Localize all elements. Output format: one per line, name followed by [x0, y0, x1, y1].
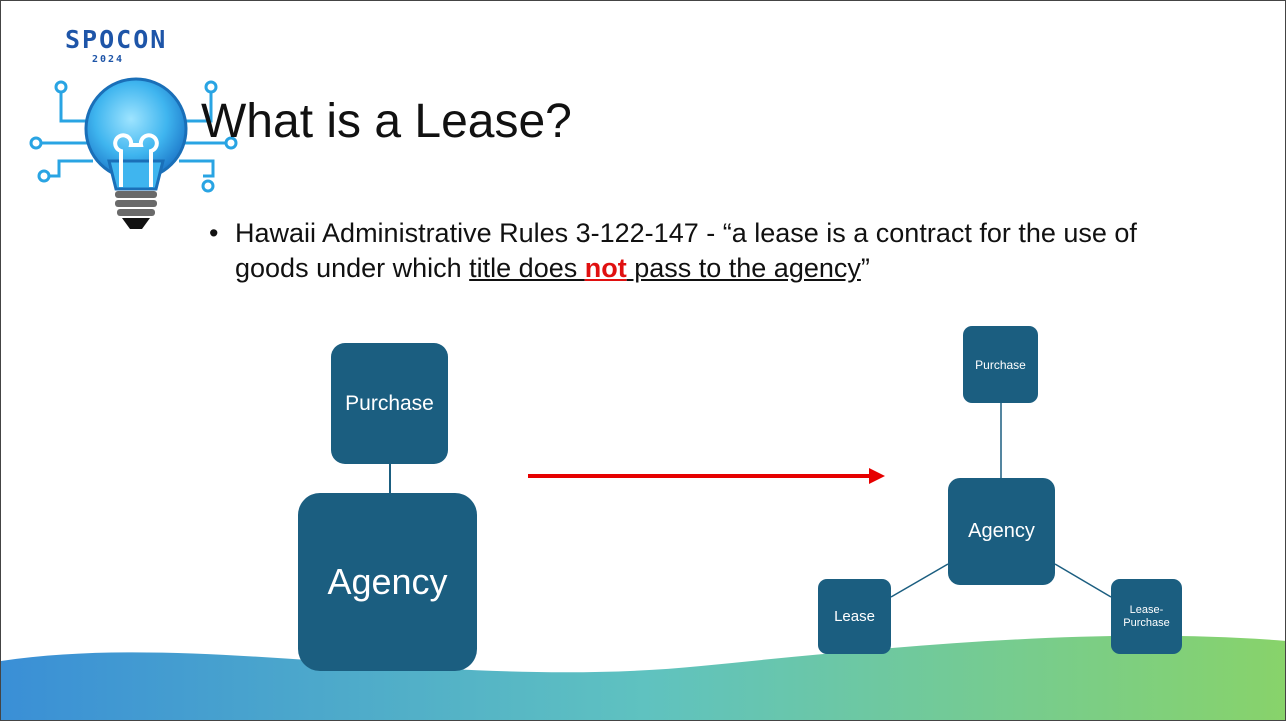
right-purchase-box: Purchase: [963, 326, 1038, 403]
bullet-underlined-start: title does: [469, 253, 585, 283]
right-lease-label: Lease: [834, 608, 875, 625]
bullet-marker: •: [209, 218, 219, 248]
right-lease-purchase-box: Lease- Purchase: [1111, 579, 1182, 654]
bottom-wave-decoration: [1, 635, 1285, 720]
bullet-text: • Hawaii Administrative Rules 3-122-147 …: [209, 216, 1173, 286]
right-agency-label: Agency: [968, 520, 1035, 542]
logo-year: 2024: [92, 54, 125, 65]
right-lease-purchase-label: Lease- Purchase: [1123, 603, 1170, 629]
bullet-underlined-end: pass to the agency: [626, 253, 861, 283]
slide-title: What is a Lease?: [201, 95, 572, 148]
logo-wordmark: SPOCON: [65, 25, 168, 54]
left-agency-box: Agency: [298, 493, 477, 671]
left-agency-label: Agency: [327, 561, 448, 602]
transition-arrow-head: [869, 468, 885, 484]
right-agency-box: Agency: [948, 478, 1055, 585]
right-lease-box: Lease: [818, 579, 891, 654]
bullet-trail: ”: [860, 253, 870, 283]
right-connector-right: [1054, 563, 1112, 598]
bullet-body: Hawaii Administrative Rules 3-122-147 - …: [235, 216, 1173, 286]
right-connector-left: [890, 563, 949, 598]
left-purchase-label: Purchase: [345, 391, 434, 415]
right-purchase-label: Purchase: [975, 357, 1026, 372]
spocon-lightbulb-logo: [29, 77, 238, 229]
left-purchase-box: Purchase: [331, 343, 448, 464]
bullet-emphasis-not: not: [584, 253, 627, 283]
bullet-lead: Hawaii Administrative Rules 3-122-147 - …: [235, 218, 1137, 283]
